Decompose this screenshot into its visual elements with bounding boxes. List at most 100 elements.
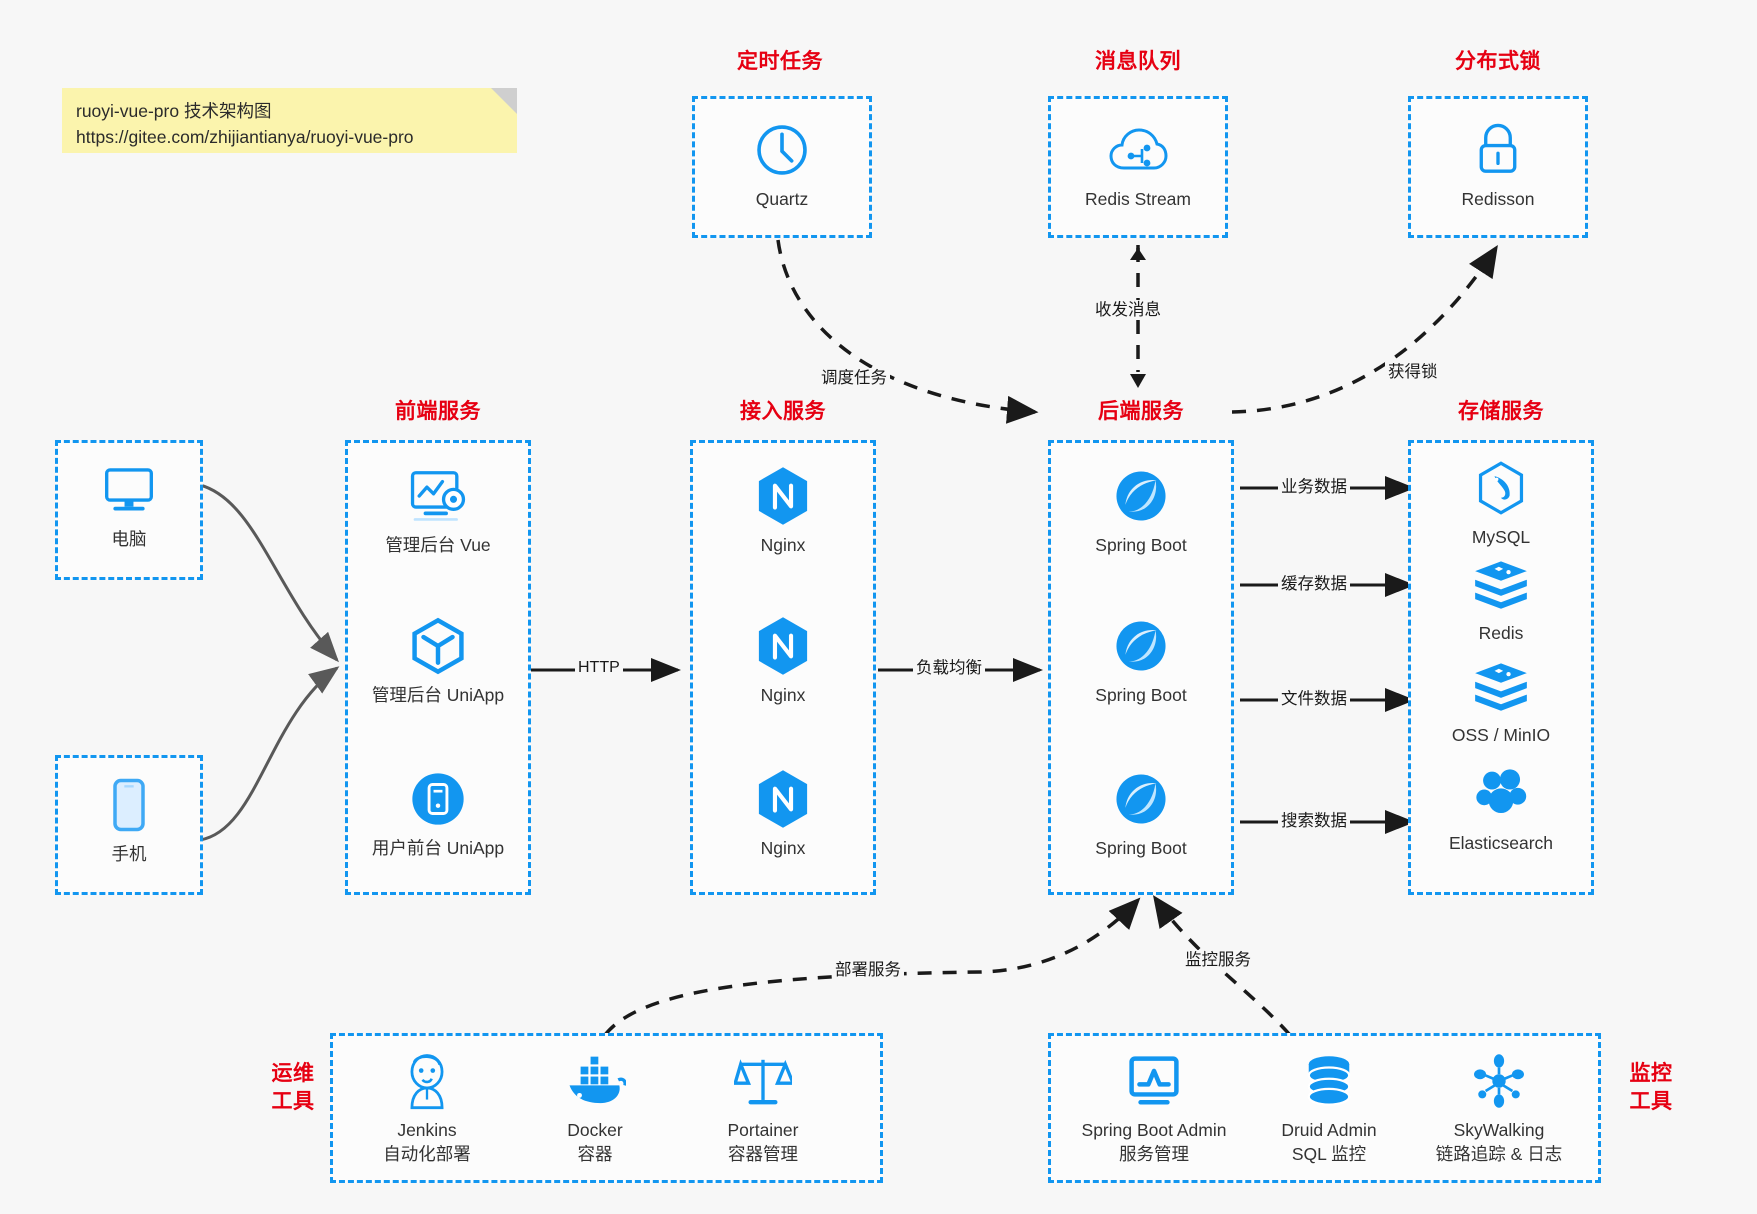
group-backend: Spring Boot Spring Boot Spring Boot bbox=[1048, 440, 1234, 895]
note-line-1: ruoyi-vue-pro 技术架构图 bbox=[76, 101, 272, 121]
group-frontend: 管理后台 Vue 管理后台 UniApp 用户前台 UniApp bbox=[345, 440, 531, 895]
monitor-chart-icon bbox=[1126, 1050, 1182, 1112]
node-jenkins[interactable]: Jenkins 自动化部署 bbox=[347, 1050, 507, 1167]
node-label: Nginx bbox=[760, 535, 806, 555]
edge-label-deploy-service: 部署服务 bbox=[832, 960, 904, 980]
edge-label-schedule-task: 调度任务 bbox=[818, 368, 890, 388]
uniapp-cube-icon bbox=[409, 615, 467, 677]
node-nginx-2[interactable]: Nginx bbox=[693, 615, 873, 707]
node-redisson[interactable]: Redisson bbox=[1411, 119, 1585, 211]
nginx-icon bbox=[755, 768, 811, 830]
node-spring-boot-3[interactable]: Spring Boot bbox=[1051, 768, 1231, 860]
caption-frontend: 前端服务 bbox=[395, 400, 481, 423]
desktop-icon bbox=[100, 459, 158, 521]
node-elasticsearch[interactable]: Elasticsearch bbox=[1411, 763, 1591, 855]
node-computer[interactable]: 电脑 bbox=[58, 459, 200, 551]
node-label: 手机 bbox=[111, 844, 147, 864]
database-icon bbox=[1302, 1050, 1356, 1112]
node-label: Druid Admin bbox=[1281, 1120, 1377, 1140]
edge-label-send-receive-message: 收发消息 bbox=[1092, 300, 1164, 320]
node-label: 电脑 bbox=[111, 529, 147, 549]
nginx-icon bbox=[755, 465, 811, 527]
caption-devops-line1: 运维 bbox=[271, 1062, 315, 1085]
node-label: Quartz bbox=[755, 189, 809, 209]
node-label: Nginx bbox=[760, 685, 806, 705]
scales-icon bbox=[734, 1050, 792, 1112]
node-label: OSS / MinIO bbox=[1451, 725, 1551, 745]
caption-devops-line2: 工具 bbox=[271, 1090, 315, 1113]
spring-boot-icon bbox=[1112, 465, 1170, 527]
node-quartz[interactable]: Quartz bbox=[695, 119, 869, 211]
group-monitor-tools: Spring Boot Admin 服务管理 Druid Admin SQL 监… bbox=[1048, 1033, 1601, 1183]
node-sublabel: 容器管理 bbox=[728, 1144, 798, 1164]
skywalking-icon bbox=[1470, 1050, 1528, 1112]
edge-label-acquire-lock: 获得锁 bbox=[1385, 362, 1441, 382]
lock-icon bbox=[1471, 119, 1525, 181]
node-label: Redis bbox=[1478, 623, 1524, 643]
group-phone: 手机 bbox=[55, 755, 203, 895]
node-sublabel: 自动化部署 bbox=[383, 1144, 471, 1164]
node-admin-vue[interactable]: 管理后台 Vue bbox=[348, 465, 528, 557]
node-label: 用户前台 UniApp bbox=[371, 838, 505, 858]
caption-gateway: 接入服务 bbox=[740, 400, 826, 423]
caption-storage: 存储服务 bbox=[1458, 400, 1544, 423]
edge-label-business-data: 业务数据 bbox=[1278, 477, 1350, 497]
caption-message-queue: 消息队列 bbox=[1095, 50, 1181, 73]
node-mysql[interactable]: MySQL bbox=[1411, 457, 1591, 549]
edge-label-cache-data: 缓存数据 bbox=[1278, 574, 1350, 594]
caption-scheduled-task: 定时任务 bbox=[737, 50, 823, 73]
docker-icon bbox=[564, 1050, 626, 1112]
sticky-note: ruoyi-vue-pro 技术架构图 https://gitee.com/zh… bbox=[62, 88, 517, 153]
node-user-uniapp[interactable]: 用户前台 UniApp bbox=[348, 768, 528, 860]
group-storage: MySQL Redis OSS bbox=[1408, 440, 1594, 895]
node-docker[interactable]: Docker 容器 bbox=[515, 1050, 675, 1167]
node-phone[interactable]: 手机 bbox=[58, 774, 200, 866]
edge-label-file-data: 文件数据 bbox=[1278, 689, 1350, 709]
group-gateway: Nginx Nginx Nginx bbox=[690, 440, 876, 895]
node-sublabel: SQL 监控 bbox=[1291, 1144, 1367, 1164]
node-portainer[interactable]: Portainer 容器管理 bbox=[683, 1050, 843, 1167]
group-computer: 电脑 bbox=[55, 440, 203, 580]
node-spring-boot-admin[interactable]: Spring Boot Admin 服务管理 bbox=[1059, 1050, 1249, 1167]
cloud-stream-icon bbox=[1108, 119, 1168, 181]
node-label: 管理后台 Vue bbox=[385, 535, 491, 555]
node-label: Spring Boot bbox=[1095, 685, 1187, 705]
minio-icon bbox=[1473, 655, 1529, 717]
node-sublabel: 容器 bbox=[577, 1144, 613, 1164]
node-oss-minio[interactable]: OSS / MinIO bbox=[1411, 655, 1591, 747]
caption-monitor: 监控 工具 bbox=[1616, 1060, 1686, 1116]
node-label: Redis Stream bbox=[1084, 189, 1191, 209]
dashboard-icon bbox=[407, 465, 469, 527]
spring-boot-icon bbox=[1112, 768, 1170, 830]
node-label: Portainer bbox=[727, 1120, 799, 1140]
mysql-icon bbox=[1474, 457, 1528, 519]
node-skywalking[interactable]: SkyWalking 链路追踪 & 日志 bbox=[1401, 1050, 1597, 1167]
node-redis[interactable]: Redis bbox=[1411, 553, 1591, 645]
node-nginx-1[interactable]: Nginx bbox=[693, 465, 873, 557]
redis-icon bbox=[1473, 553, 1529, 615]
node-label: MySQL bbox=[1471, 527, 1531, 547]
group-devops-tools: Jenkins 自动化部署 Docker 容器 bbox=[330, 1033, 883, 1183]
node-admin-uniapp[interactable]: 管理后台 UniApp bbox=[348, 615, 528, 707]
node-druid-admin[interactable]: Druid Admin SQL 监控 bbox=[1249, 1050, 1409, 1167]
node-nginx-3[interactable]: Nginx bbox=[693, 768, 873, 860]
node-spring-boot-2[interactable]: Spring Boot bbox=[1051, 615, 1231, 707]
node-redis-stream[interactable]: Redis Stream bbox=[1051, 119, 1225, 211]
node-sublabel: 服务管理 bbox=[1119, 1144, 1189, 1164]
node-label: Elasticsearch bbox=[1448, 833, 1554, 853]
mobile-app-icon bbox=[409, 768, 467, 830]
node-sublabel: 链路追踪 & 日志 bbox=[1435, 1144, 1563, 1164]
spring-boot-icon bbox=[1112, 615, 1170, 677]
group-message-queue: Redis Stream bbox=[1048, 96, 1228, 238]
node-label: Redisson bbox=[1461, 189, 1535, 209]
caption-devops: 运维 工具 bbox=[258, 1060, 328, 1116]
note-fold-corner bbox=[491, 88, 517, 114]
node-label: 管理后台 UniApp bbox=[371, 685, 505, 705]
note-line-2: https://gitee.com/zhijiantianya/ruoyi-vu… bbox=[76, 127, 414, 147]
node-spring-boot-1[interactable]: Spring Boot bbox=[1051, 465, 1231, 557]
group-scheduled-task: Quartz bbox=[692, 96, 872, 238]
edge-label-http: HTTP bbox=[575, 658, 623, 678]
edge-label-search-data: 搜索数据 bbox=[1278, 811, 1350, 831]
smartphone-icon bbox=[108, 774, 150, 836]
